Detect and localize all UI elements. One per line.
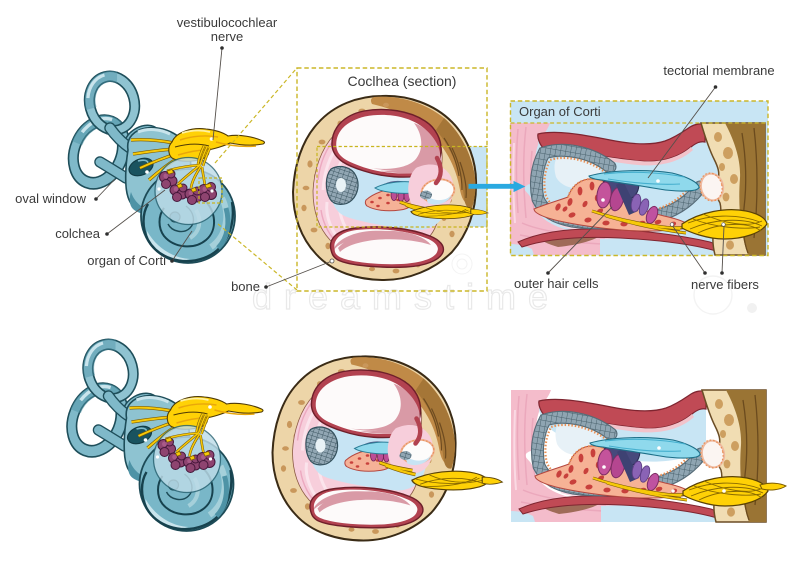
svg-text:oval window: oval window bbox=[15, 191, 86, 206]
svg-text:organ of Corti: organ of Corti bbox=[87, 253, 166, 268]
svg-text:nerve: nerve bbox=[211, 29, 244, 44]
svg-text:outer hair cells: outer hair cells bbox=[514, 276, 599, 291]
svg-text:nerve fibers: nerve fibers bbox=[691, 277, 759, 292]
svg-text:dreamstime: dreamstime bbox=[252, 276, 560, 317]
svg-text:bone: bone bbox=[231, 279, 260, 294]
svg-text:tectorial membrane: tectorial membrane bbox=[663, 63, 774, 78]
svg-text:colchea: colchea bbox=[55, 226, 101, 241]
svg-text:Coclhea (section): Coclhea (section) bbox=[348, 73, 457, 89]
svg-text:Organ of Corti: Organ of Corti bbox=[519, 104, 601, 119]
svg-text:vestibulocochlear: vestibulocochlear bbox=[177, 15, 278, 30]
